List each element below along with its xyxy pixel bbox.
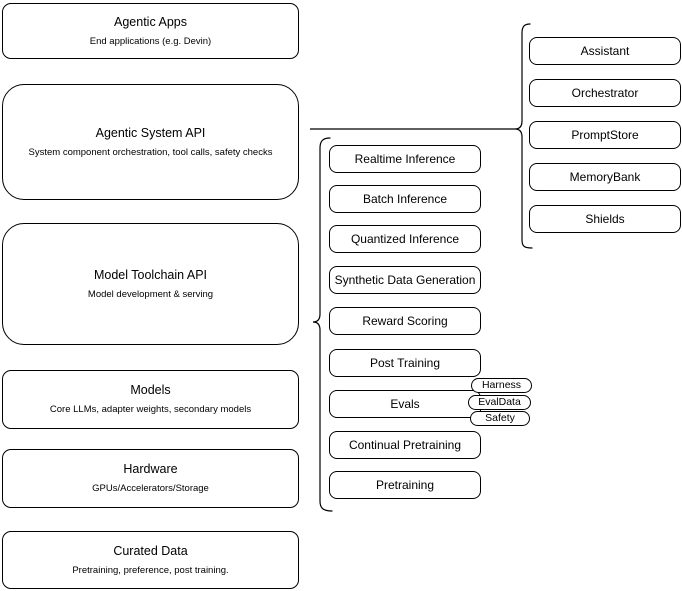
tag-safety: Safety bbox=[470, 411, 530, 426]
box-models: Models Core LLMs, adapter weights, secon… bbox=[2, 370, 299, 429]
service-label: Evals bbox=[390, 397, 420, 411]
service-box-reward-scoring: Reward Scoring bbox=[329, 307, 481, 335]
box-model-toolchain-api-subtitle: Model development & serving bbox=[87, 288, 214, 300]
box-agentic-system-api: Agentic System API System component orch… bbox=[2, 84, 299, 200]
component-box-assistant: Assistant bbox=[529, 37, 681, 65]
service-label: Batch Inference bbox=[362, 192, 448, 206]
component-box-promptstore: PromptStore bbox=[529, 121, 681, 149]
component-box-shields: Shields bbox=[529, 205, 681, 233]
box-models-subtitle: Core LLMs, adapter weights, secondary mo… bbox=[49, 404, 252, 416]
component-box-orchestrator: Orchestrator bbox=[529, 79, 681, 107]
box-curated-data-title: Curated Data bbox=[113, 543, 188, 558]
service-box-continual-pretraining: Continual Pretraining bbox=[329, 431, 481, 459]
service-label: Reward Scoring bbox=[362, 314, 448, 328]
component-box-memorybank: MemoryBank bbox=[529, 163, 681, 191]
box-curated-data: Curated Data Pretraining, preference, po… bbox=[2, 531, 299, 589]
service-label: Quantized Inference bbox=[350, 232, 460, 246]
service-box-quantized-inference: Quantized Inference bbox=[329, 225, 481, 253]
component-label: Orchestrator bbox=[571, 86, 639, 100]
service-box-post-training: Post Training bbox=[329, 349, 481, 377]
service-label: Realtime Inference bbox=[354, 152, 456, 166]
box-agentic-system-api-title: Agentic System API bbox=[95, 125, 206, 140]
box-agentic-apps-title: Agentic Apps bbox=[114, 14, 187, 29]
box-model-toolchain-api: Model Toolchain API Model development & … bbox=[2, 223, 299, 345]
tag-label: Safety bbox=[485, 412, 515, 425]
box-agentic-apps: Agentic Apps End applications (e.g. Devi… bbox=[2, 3, 299, 59]
service-label: Pretraining bbox=[375, 478, 435, 492]
service-label: Post Training bbox=[369, 356, 441, 370]
box-models-title: Models bbox=[130, 383, 171, 398]
component-label: PromptStore bbox=[571, 128, 639, 142]
box-hardware-title: Hardware bbox=[123, 462, 178, 477]
tag-evaldata: EvalData bbox=[468, 395, 531, 410]
box-model-toolchain-api-title: Model Toolchain API bbox=[93, 267, 208, 282]
service-label: Synthetic Data Generation bbox=[334, 273, 476, 287]
service-label: Continual Pretraining bbox=[348, 438, 462, 452]
tag-label: Harness bbox=[481, 379, 522, 392]
tag-harness: Harness bbox=[471, 378, 532, 393]
component-label: MemoryBank bbox=[569, 170, 641, 184]
box-hardware-subtitle: GPUs/Accelerators/Storage bbox=[92, 483, 209, 495]
service-box-realtime-inference: Realtime Inference bbox=[329, 145, 481, 173]
service-box-evals: Evals bbox=[329, 390, 481, 418]
service-box-synthetic-data-generation: Synthetic Data Generation bbox=[329, 266, 481, 294]
tag-label: EvalData bbox=[478, 396, 521, 409]
component-label: Shields bbox=[585, 212, 625, 226]
box-agentic-apps-subtitle: End applications (e.g. Devin) bbox=[89, 35, 212, 47]
box-agentic-system-api-subtitle: System component orchestration, tool cal… bbox=[28, 146, 273, 158]
box-curated-data-subtitle: Pretraining, preference, post training. bbox=[72, 564, 229, 576]
service-box-pretraining: Pretraining bbox=[329, 471, 481, 499]
box-hardware: Hardware GPUs/Accelerators/Storage bbox=[2, 449, 299, 508]
service-box-batch-inference: Batch Inference bbox=[329, 185, 481, 213]
component-label: Assistant bbox=[580, 44, 630, 58]
